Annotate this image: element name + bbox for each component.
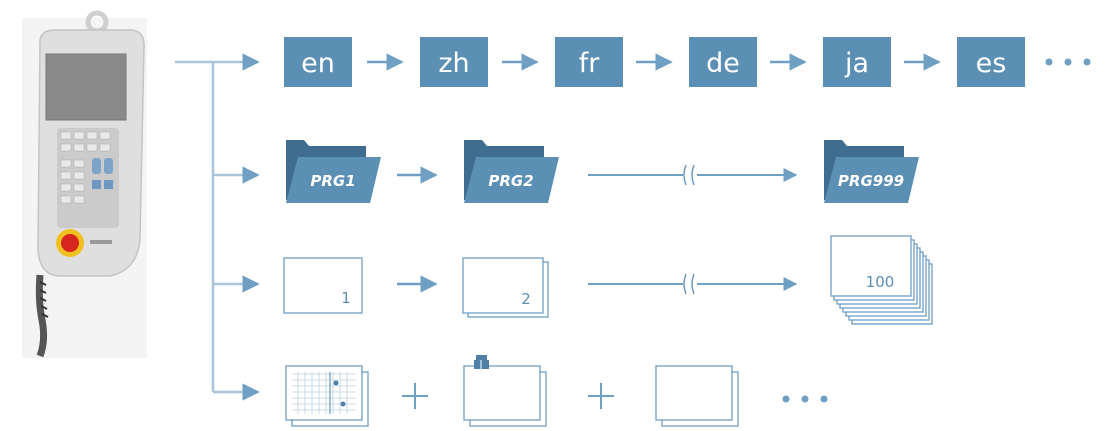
language-label: en [301, 48, 335, 79]
ellipsis-icon [782, 395, 828, 403]
language-row: en zh fr de ja es [284, 37, 1091, 87]
teach-pendant-icon [22, 10, 147, 358]
language-label: zh [438, 48, 469, 79]
language-label: ja [844, 48, 869, 79]
folder-icon: PRG999 [824, 140, 919, 203]
blank-page-icon [655, 365, 739, 427]
language-box: de [689, 37, 757, 87]
plus-icon [588, 383, 614, 409]
page-stack-icon: 2 [462, 257, 549, 318]
break-mark-icon [683, 164, 697, 186]
language-box: es [957, 37, 1025, 87]
grid-page-icon [285, 365, 369, 427]
plus-icon [402, 383, 428, 409]
ellipsis-icon [1045, 58, 1091, 66]
language-box: en [284, 37, 352, 87]
language-box: ja [823, 37, 891, 87]
program-label: PRG1 [310, 172, 355, 190]
language-label: fr [579, 48, 601, 79]
program-label: PRG2 [488, 172, 533, 190]
folder-icon: PRG2 [464, 140, 559, 203]
program-row: PRG1 PRG2 PRG999 [286, 140, 919, 203]
language-box: zh [420, 37, 488, 87]
break-mark-icon [683, 273, 697, 295]
program-label: PRG999 [838, 172, 904, 190]
page-number: 1 [341, 289, 351, 307]
page-stack-icon [830, 235, 933, 325]
page-number: 2 [521, 290, 531, 308]
page-type-row [285, 355, 828, 427]
language-label: de [706, 48, 740, 79]
page-row: 1 2 100 [283, 235, 933, 325]
language-box: fr [555, 37, 623, 87]
clipped-page-icon [463, 355, 547, 427]
page-number: 100 [866, 273, 895, 291]
connector-lines [175, 53, 260, 401]
language-label: es [976, 48, 1007, 79]
page-stack-icon: 1 [283, 257, 363, 314]
folder-icon: PRG1 [286, 140, 381, 203]
